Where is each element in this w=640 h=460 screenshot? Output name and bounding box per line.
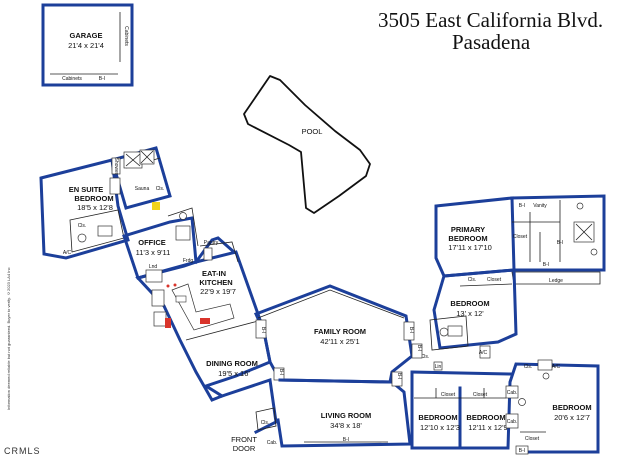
range-marker (165, 318, 171, 328)
garage-cabinets-side: Cabinets (123, 26, 129, 46)
en-suite-name2: BEDROOM (74, 194, 113, 203)
lnd-label: Lnd (149, 264, 158, 270)
bedroom-d-name: BEDROOM (552, 403, 591, 412)
garage-cabinets: Cabinets (62, 76, 82, 82)
bedroom-d-dims: 20'6 x 12'7 (554, 413, 590, 422)
bi-family-left: B-I (260, 327, 266, 333)
bi-primary-1: B-I (519, 203, 525, 209)
bi-east: B-I (519, 448, 525, 454)
kitchen-island (171, 283, 235, 331)
vanity-label: Vanity (533, 203, 547, 209)
dining-dims: 19'5 x 16' (218, 369, 250, 378)
primary-suite: Ledge B-I Vanity Closet B-I B-I PRIMARY … (434, 194, 606, 285)
bi-family-right: B-I (408, 327, 414, 333)
bedroom-c-dims: 12'11 x 12'9 (468, 423, 507, 432)
primary-dims: 17'11 x 17'10 (448, 243, 492, 252)
family-dims: 42'11 x 25'1 (320, 337, 359, 346)
pantry-label: Pantry (204, 240, 219, 246)
west-wing: Cls. Sauna Shower EN SUITE BEDROOM 18'5 … (39, 146, 278, 453)
family-room: B-I B-I B-I FAMILY ROOM 42'11 x 25'1 (253, 284, 415, 384)
cls-foyer: Cls. (261, 420, 270, 426)
mls-watermark: CRMLS (4, 446, 41, 456)
front-door-name2: DOOR (233, 444, 256, 453)
garage-name: GARAGE (70, 31, 103, 40)
sauna-label: Sauna (135, 186, 150, 192)
yellow-marker (152, 202, 160, 210)
kitchen-name2: KITCHEN (199, 278, 232, 287)
ac-2: A/C (479, 350, 488, 356)
cls-hall: Cls. (421, 354, 430, 360)
kitchen-name: EAT-IN (202, 269, 226, 278)
living-room: B-I B-I LIVING ROOM 34'8 x 18' (276, 371, 412, 448)
garage-dims: 21'4 x 21'4 (68, 41, 104, 50)
en-suite-dims: 18'5 x 12'8 (77, 203, 113, 212)
office-dims: 11'3 x 9'11 (136, 248, 171, 257)
cls-bedroom-a: Cls. (468, 277, 477, 283)
closet-d: Closet (525, 436, 540, 442)
bi-primary-2: B-I (557, 240, 563, 246)
ac-3: A/C (552, 364, 561, 370)
ac-1: A/C (63, 250, 72, 256)
cab-foyer: Cab. (267, 440, 278, 446)
shower-label: Shower (113, 158, 119, 175)
bedroom-a-dims: 13' x 12' (456, 309, 484, 318)
bedroom-c-name: BEDROOM (466, 413, 505, 422)
bedroom-b-name: BEDROOM (418, 413, 457, 422)
east-wing: Closet Closet BEDROOM 12'10 x 12'3 BEDRO… (410, 343, 600, 455)
cab-east: Cab. (507, 390, 518, 396)
bedroom-a-name: BEDROOM (450, 299, 489, 308)
address-title: 3505 East California Blvd. (378, 8, 604, 32)
cls-1: Cls. (156, 186, 165, 192)
linen-label: Lin (435, 364, 442, 370)
family-name: FAMILY ROOM (314, 327, 366, 336)
bi-living: B-I (396, 373, 402, 379)
closet-b: Closet (441, 392, 456, 398)
living-dims: 34'8 x 18' (330, 421, 362, 430)
bi-family-bottom: B-I (278, 369, 284, 375)
disclaimer-text: Information deemed reliable but not guar… (6, 267, 11, 410)
bi-hall: B-I (416, 345, 422, 351)
bi-primary-3: B-I (543, 262, 549, 268)
pool-name: POOL (302, 127, 323, 136)
fridge-label: Frdg (183, 258, 194, 264)
front-door-name: FRONT (231, 435, 257, 444)
office-name: OFFICE (138, 238, 166, 247)
cls-east: Cls. (524, 364, 533, 370)
en-suite-name: EN SUITE (69, 185, 104, 194)
kitchen-dims: 22'9 x 19'7 (200, 287, 236, 296)
closet-c: Closet (473, 392, 488, 398)
city-title: Pasadena (452, 30, 531, 54)
cls-2: Cls. (78, 223, 87, 229)
garage: GARAGE 21'4 x 21'4 Cabinets B-I Cabinets (41, 3, 134, 87)
garage-bi: B-I (99, 76, 105, 82)
closet-bedroom-a: Closet (487, 277, 502, 283)
ledge-label: Ledge (549, 278, 563, 284)
bedroom-b-dims: 12'10 x 12'3 (420, 423, 460, 432)
primary-name2: BEDROOM (448, 234, 487, 243)
pool: POOL (243, 75, 371, 214)
cab-east-2: Cab. (507, 419, 518, 425)
closet-primary: Closet (513, 234, 528, 240)
dining-name: DINING ROOM (206, 359, 258, 368)
toilet-fixture (77, 233, 87, 243)
primary-name: PRIMARY (451, 225, 485, 234)
bi-living-bottom: B-I (343, 437, 349, 443)
living-name: LIVING ROOM (321, 411, 371, 420)
bedroom-a: Cls. Closet BEDROOM 13' x 12' A/C Cls. L… (421, 268, 518, 371)
